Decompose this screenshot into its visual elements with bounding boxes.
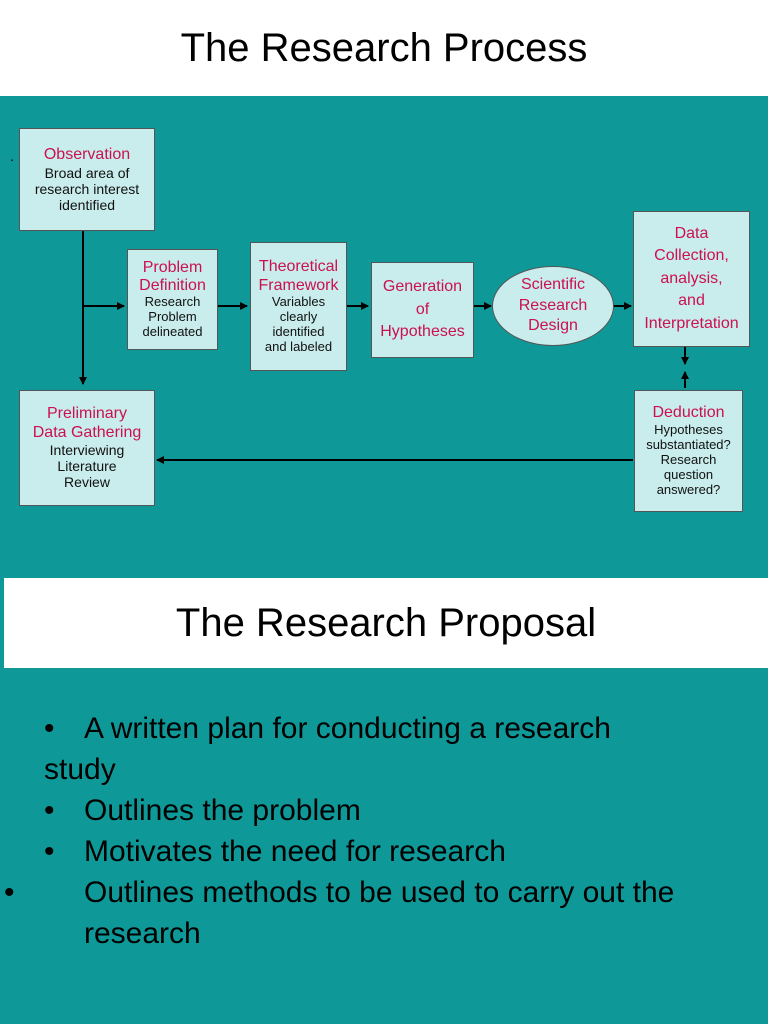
preliminary-line: Review [64, 474, 110, 491]
problem-definition-title: Problem [142, 258, 203, 276]
bullet-mark: • [4, 876, 15, 909]
theoretical-framework-line: identified [272, 323, 325, 339]
deduction-title: Deduction [652, 404, 725, 422]
bullet-mark: • [44, 712, 55, 745]
theoretical-framework-line: clearly [279, 308, 318, 324]
bullet-text: study [44, 753, 116, 786]
scientific-design-title: Research [518, 296, 588, 314]
preliminary-line: Literature [57, 458, 117, 475]
title-band: The Research Process [0, 0, 768, 96]
bullet-continuation: study [44, 749, 734, 790]
observation-line: identified [58, 196, 116, 213]
observation-line: Broad area of [44, 164, 130, 181]
observation-box: Observation Broad area of research inter… [19, 128, 155, 231]
theoretical-framework-line: Variables [271, 294, 326, 310]
bullet-mark: • [44, 794, 55, 827]
data-collection-title: Collection, [654, 247, 729, 265]
preliminary-title: Preliminary [46, 405, 127, 423]
problem-definition-line: Problem [148, 309, 197, 325]
deduction-line: Research [660, 451, 717, 467]
generation-title: Hypotheses [380, 323, 465, 341]
theoretical-framework-title: Framework [258, 276, 339, 294]
proposal-title: The Research Proposal [175, 600, 597, 645]
bullet-text: Motivates the need for research [84, 835, 506, 868]
bullet-item: • Outlines the problem [44, 790, 734, 831]
problem-definition-line: delineated [142, 324, 203, 340]
problem-definition-line: Research [144, 294, 201, 310]
deduction-box: Deduction Hypotheses substantiated? Rese… [634, 390, 743, 512]
preliminary-title: Data Gathering [32, 423, 142, 441]
data-collection-box: Data Collection, analysis, and Interpret… [633, 211, 750, 347]
bullet-text: Outlines methods to be used to carry out… [84, 876, 675, 950]
theoretical-framework-line: and labeled [264, 338, 333, 354]
proposal-bullet-list: • A written plan for conducting a researc… [4, 708, 734, 954]
stray-mark: . [10, 148, 14, 164]
bullet-item: • Motivates the need for research [44, 831, 734, 872]
bullet-text: Outlines the problem [84, 794, 361, 827]
scientific-design-title: Design [528, 317, 578, 335]
data-collection-title: Interpretation [644, 314, 739, 332]
theoretical-framework-box: Theoretical Framework Variables clearly … [250, 242, 347, 371]
diagram-connectors [79, 230, 689, 464]
bullet-item: • Outlines methods to be used to carry ou… [4, 872, 734, 954]
data-collection-title: analysis, [660, 269, 723, 287]
observation-title: Observation [43, 146, 131, 164]
preliminary-line: Interviewing [49, 442, 125, 459]
theoretical-framework-title: Theoretical [258, 258, 339, 276]
deduction-line: question [663, 466, 714, 482]
scientific-research-design-oval: Scientific Research Design [492, 266, 614, 346]
bullet-text: A written plan for conducting a research [84, 712, 611, 745]
research-process-diagram: . Observation Broad area of research int… [0, 96, 768, 576]
generation-of-hypotheses-box: Generation of Hypotheses [371, 262, 474, 358]
problem-definition-box: Problem Definition Research Problem deli… [127, 249, 218, 350]
generation-title: of [415, 300, 430, 318]
scientific-design-title: Scientific [520, 275, 586, 293]
data-collection-title: Data [674, 225, 709, 243]
deduction-line: answered? [656, 481, 721, 497]
preliminary-data-gathering-box: Preliminary Data Gathering Interviewing … [19, 390, 155, 506]
data-collection-title: and [678, 292, 705, 310]
problem-definition-title: Definition [139, 277, 206, 295]
page-title: The Research Process [180, 25, 588, 70]
deduction-line: Hypotheses [654, 421, 723, 437]
proposal-title-band: The Research Proposal [4, 578, 768, 668]
deduction-line: substantiated? [646, 436, 731, 452]
bullet-mark: • [44, 835, 55, 868]
bullet-item: • A written plan for conducting a researc… [44, 708, 734, 749]
observation-line: research interest [34, 180, 140, 197]
generation-title: Generation [382, 278, 463, 296]
